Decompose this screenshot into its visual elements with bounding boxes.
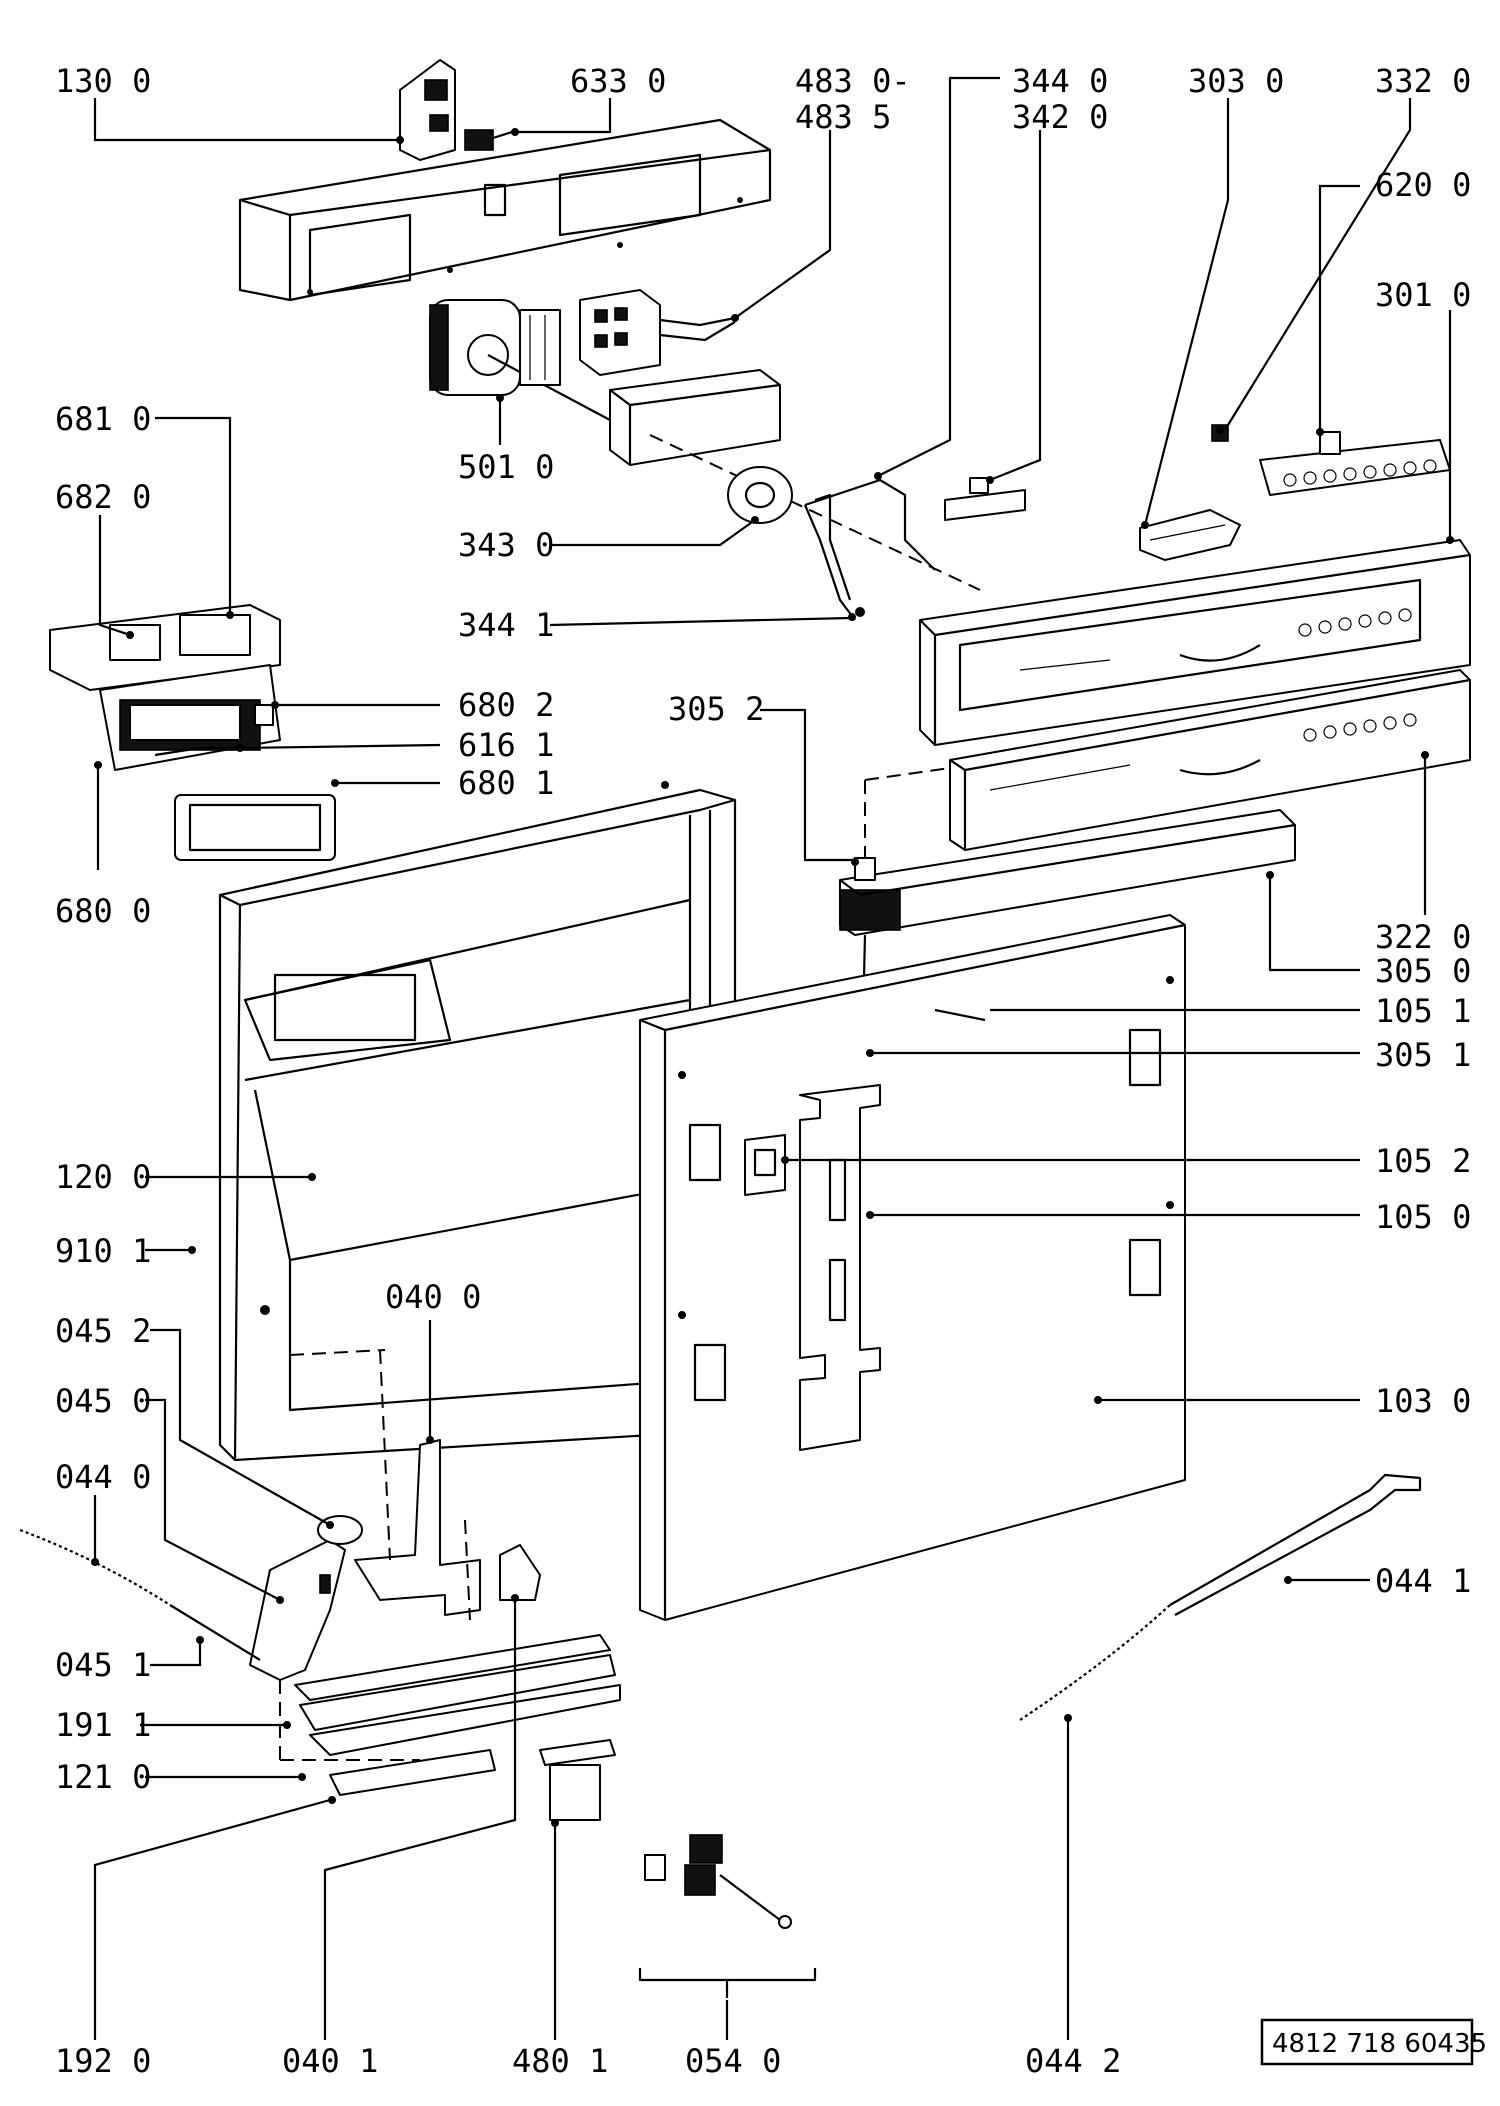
part-501-drawing	[429, 299, 611, 421]
label-322-0: 322 0	[1375, 918, 1471, 956]
label-480-1: 480 1	[512, 2042, 608, 2080]
label-301-0: 301 0	[1375, 276, 1471, 314]
part-045-drawing	[249, 1515, 363, 1681]
part-103-drawing	[639, 914, 1186, 1621]
label-103-0: 103 0	[1375, 1382, 1471, 1420]
reference-code-box: 4812 718 60435	[1260, 2018, 1487, 2066]
label-045-2: 045 2	[55, 1312, 151, 1350]
label-680-1: 680 1	[458, 764, 554, 802]
leader-lines	[91, 76, 1454, 2040]
label-682-0: 682 0	[55, 478, 151, 516]
label-633-0: 633 0	[570, 62, 666, 100]
label-130-0: 130 0	[55, 62, 151, 100]
part-301-drawing	[919, 539, 1471, 746]
bottom-rails-drawing	[279, 1634, 621, 1796]
label-105-0: 105 0	[1375, 1198, 1471, 1236]
part-480-drawing	[539, 1739, 616, 1821]
label-501-0: 501 0	[458, 448, 554, 486]
label-344-0: 344 0	[1012, 62, 1108, 100]
label-681-0: 681 0	[55, 400, 151, 438]
label-305-1: 305 1	[1375, 1036, 1471, 1074]
part-343-drawing	[727, 466, 793, 524]
label-342-0: 342 0	[1012, 98, 1108, 136]
motor-plate-drawing	[609, 369, 981, 591]
part-483-drawing	[579, 289, 736, 376]
label-483-0: 483 0-	[795, 62, 911, 100]
part-054-drawing	[638, 1834, 817, 1998]
label-120-0: 120 0	[55, 1158, 151, 1196]
label-680-0: 680 0	[55, 892, 151, 930]
part-130-drawing	[399, 59, 456, 161]
label-620-0: 620 0	[1375, 166, 1471, 204]
part-633-drawing	[464, 129, 513, 151]
label-105-2: 105 2	[1375, 1142, 1471, 1180]
label-910-1: 910 1	[55, 1232, 151, 1270]
label-344-1: 344 1	[458, 606, 554, 644]
label-044-1: 044 1	[1375, 1562, 1471, 1600]
part-305-drawing	[839, 809, 1296, 1069]
part-620-drawing	[1259, 431, 1451, 496]
label-191-1: 191 1	[55, 1706, 151, 1744]
label-192-0: 192 0	[55, 2042, 151, 2080]
top-bracket-drawing	[238, 118, 772, 302]
label-040-0: 040 0	[385, 1278, 481, 1316]
label-045-0: 045 0	[55, 1382, 151, 1420]
label-105-1: 105 1	[1375, 992, 1471, 1030]
reference-code: 4812 718 60435	[1272, 2029, 1487, 2059]
part-040-drawing	[289, 1349, 481, 1621]
label-044-2: 044 2	[1025, 2042, 1121, 2080]
label-045-1: 045 1	[55, 1646, 151, 1684]
part-drawings	[19, 59, 1471, 1998]
part-342-drawing	[944, 477, 1026, 521]
part-040-1-drawing	[499, 1544, 541, 1601]
part-680-drawing	[49, 604, 336, 861]
part-322-drawing	[864, 669, 1471, 880]
label-616-1: 616 1	[458, 726, 554, 764]
label-303-0: 303 0	[1188, 62, 1284, 100]
label-483-5: 483 5	[795, 98, 891, 136]
part-labels: 130 0 633 0 483 0- 483 5 344 0 342 0 303…	[55, 62, 1471, 2080]
label-044-0: 044 0	[55, 1458, 151, 1496]
part-105-drawing	[744, 1008, 986, 1451]
label-040-1: 040 1	[282, 2042, 378, 2080]
label-305-2: 305 2	[668, 690, 764, 728]
label-305-0: 305 0	[1375, 952, 1471, 990]
label-332-0: 332 0	[1375, 62, 1471, 100]
part-303-drawing	[1139, 509, 1241, 561]
part-344-drawing	[803, 478, 936, 621]
label-343-0: 343 0	[458, 526, 554, 564]
label-680-2: 680 2	[458, 686, 554, 724]
label-054-0: 054 0	[685, 2042, 781, 2080]
label-121-0: 121 0	[55, 1758, 151, 1796]
